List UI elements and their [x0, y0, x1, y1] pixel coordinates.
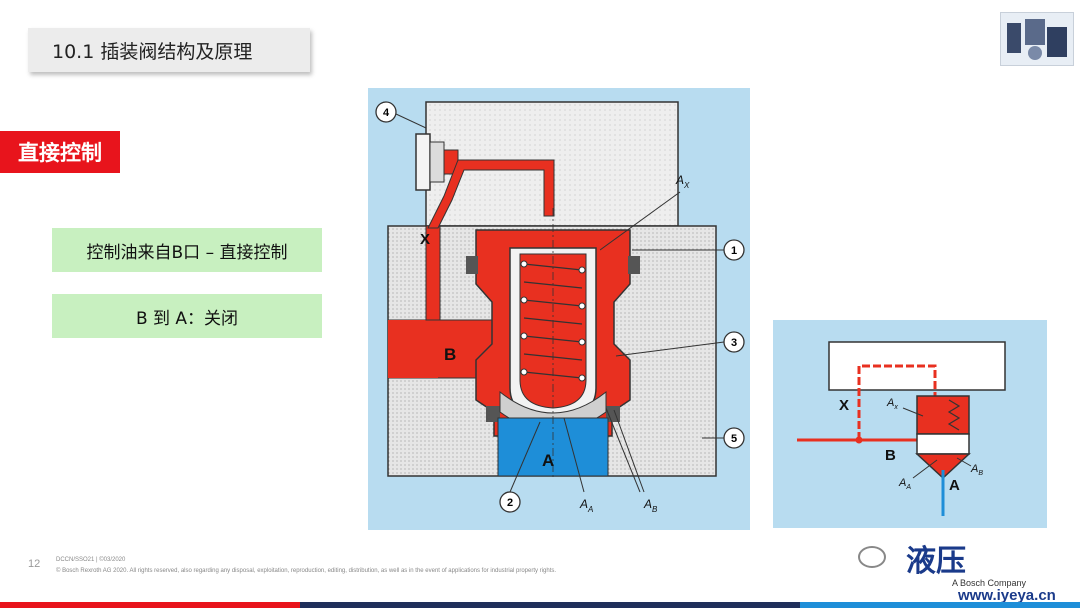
callout-2 [499, 491, 521, 513]
info-box-control-oil-text: 控制油来自B口 – 直接控制 [86, 242, 288, 263]
seal [486, 406, 500, 422]
seal [628, 256, 640, 274]
cartridge-valve-symbol-diagram: X B A Ax AA AB [773, 320, 1047, 528]
symbol-b-label: B [885, 447, 896, 464]
footer-copyright: © Bosch Rexroth AG 2020. All rights rese… [56, 568, 557, 574]
page-number: 12 [28, 558, 41, 570]
callout-5 [723, 427, 745, 449]
wechat-icon [858, 546, 886, 568]
callout-1 [723, 239, 745, 261]
info-box-b-to-a-text: B 到 A：关闭 [135, 308, 239, 329]
port-a-label: A [542, 451, 554, 470]
callout-4 [375, 101, 397, 123]
area-ax-label: AX [675, 173, 690, 190]
valve-product-icon [1007, 19, 1067, 60]
svg-text:5: 5 [731, 433, 737, 445]
area-aa-label: AA [579, 497, 593, 514]
svg-text:2: 2 [507, 497, 513, 509]
info-box-b-to-a: B 到 A：关闭 [52, 294, 322, 338]
symbol-spring [947, 399, 961, 431]
area-ab-label: AB [643, 497, 658, 514]
bottom-strip-red [0, 602, 300, 608]
slide-title: 10.1 插装阀结构及原理 [28, 28, 310, 72]
symbol-control-path [857, 364, 937, 440]
control-element [415, 133, 431, 191]
bottom-strip-blue [800, 602, 1080, 608]
footer-code: DCCN/SSO21 | ©03/2020 [56, 557, 126, 563]
callout-3 [723, 331, 745, 353]
symbol-poppet [915, 453, 971, 480]
watermark-cn: 液压 [906, 544, 966, 579]
cartridge-valve-section-diagram: X B A AX AA AB 4 1 3 5 2 [368, 88, 750, 530]
symbol-x-label: X [839, 397, 849, 414]
symbol-ax-label: Ax [886, 397, 898, 411]
pilot-channel [427, 159, 555, 229]
seal [466, 256, 478, 274]
svg-text:4: 4 [383, 107, 390, 119]
product-thumbnail [1000, 12, 1074, 66]
bottom-strip-navy [300, 602, 800, 608]
svg-text:1: 1 [731, 245, 737, 257]
watermark-url: www.iyeya.cn [958, 587, 1056, 604]
watermark-company: A Bosch Company [952, 578, 1027, 588]
symbol-valve-top [916, 395, 970, 435]
symbol-aa-label: AA [898, 477, 911, 491]
port-x-label: X [420, 231, 430, 248]
slide-title-text: 10.1 插装阀结构及原理 [52, 40, 253, 63]
port-b-label: B [444, 345, 456, 364]
svg-text:3: 3 [731, 337, 737, 349]
mode-tag: 直接控制 [0, 131, 120, 173]
symbol-ab-label: AB [970, 463, 983, 477]
mode-tag-text: 直接控制 [18, 141, 102, 165]
symbol-a-label: A [949, 477, 960, 494]
info-box-control-oil: 控制油来自B口 – 直接控制 [52, 228, 322, 272]
